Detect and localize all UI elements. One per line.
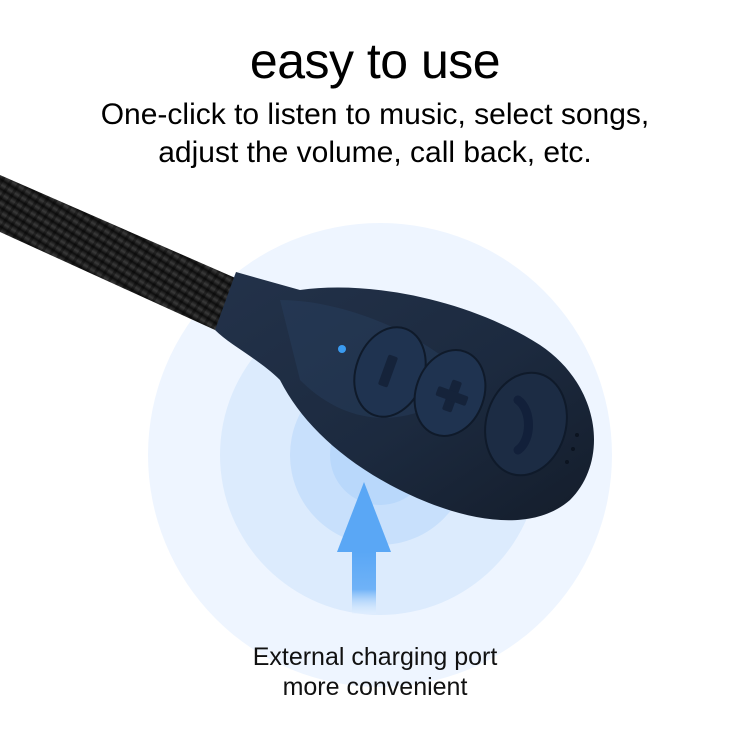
gooseneck-cable [0,175,240,330]
charging-port-caption: External charging port more convenient [0,642,750,702]
caption-line-2: more convenient [282,673,468,701]
page-title: easy to use [249,33,501,89]
plus-icon [435,379,469,413]
subtitle-line-1: One-click to listen to music, select son… [100,98,650,131]
volume-up-button[interactable] [403,340,497,446]
caption-line-1: External charging port [252,643,498,671]
call-button[interactable] [474,363,578,484]
minus-icon [378,354,398,388]
control-unit [215,272,594,521]
microphone-holes-icon [565,433,579,464]
subtitle-line-2: adjust the volume, call back, etc. [158,136,592,169]
arrow-up-icon [337,482,391,614]
subtitle: One-click to listen to music, select son… [0,96,750,172]
phone-icon [513,395,533,455]
led-indicator-icon [338,345,346,353]
volume-down-button[interactable] [342,317,437,427]
